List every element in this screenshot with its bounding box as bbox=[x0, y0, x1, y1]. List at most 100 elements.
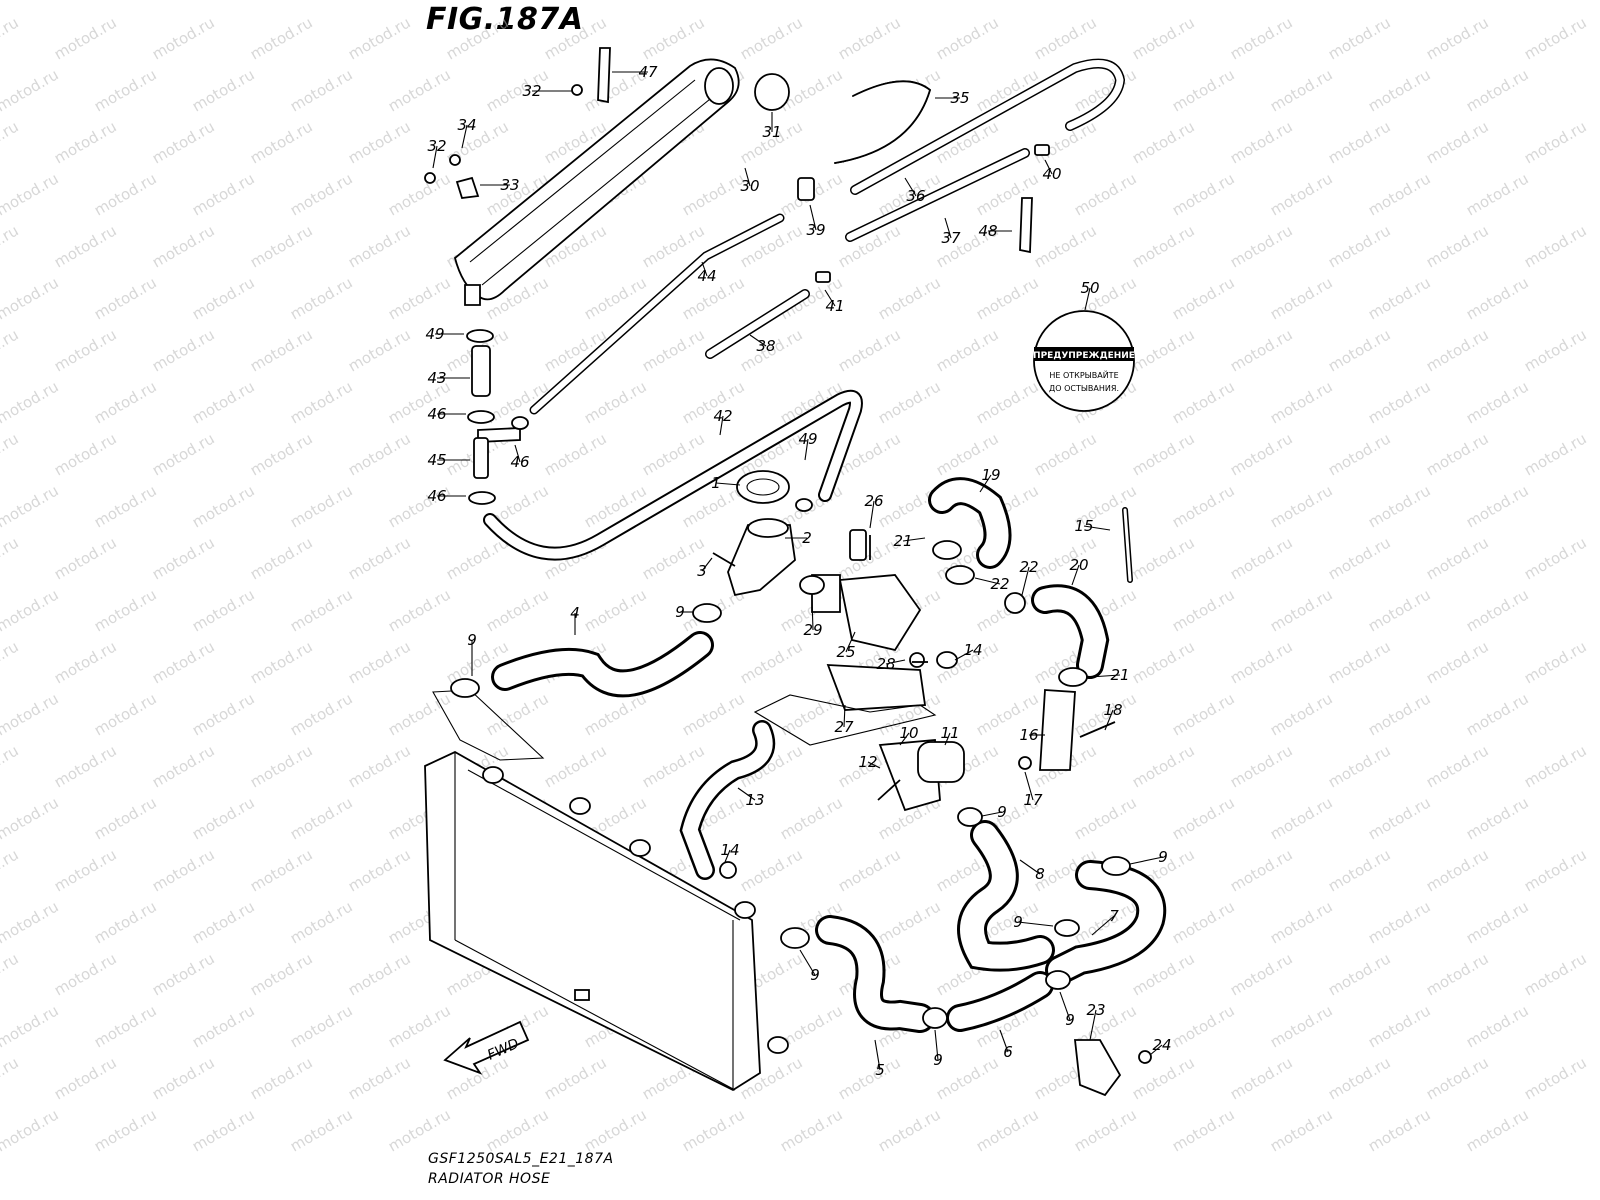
watermark-text: motod.ru bbox=[1423, 949, 1492, 999]
watermark-text: motod.ru bbox=[1463, 273, 1532, 323]
watermark-text: motod.ru bbox=[287, 1001, 356, 1051]
watermark-text: motod.ru bbox=[1227, 1053, 1296, 1103]
callout-42: 42 bbox=[713, 407, 732, 425]
watermark-text: motod.ru bbox=[149, 221, 218, 271]
callout-41: 41 bbox=[825, 297, 844, 315]
watermark-text: motod.ru bbox=[247, 533, 316, 583]
watermark-text: motod.ru bbox=[1129, 221, 1198, 271]
watermark-text: motod.ru bbox=[1031, 221, 1100, 271]
callout-leader-10 bbox=[899, 732, 910, 746]
thermostat-hoses bbox=[928, 477, 1133, 679]
watermark-text: motod.ru bbox=[345, 637, 414, 687]
watermark-text: motod.ru bbox=[777, 1105, 846, 1155]
watermark-text: motod.ru bbox=[1325, 741, 1394, 791]
thermostat-housing bbox=[727, 470, 1116, 812]
callout-22: 22 bbox=[990, 575, 1009, 593]
callout-9: 9 bbox=[1065, 1011, 1075, 1029]
watermark-text: motod.ru bbox=[1325, 533, 1394, 583]
watermark-text: motod.ru bbox=[91, 585, 160, 635]
watermark-text: motod.ru bbox=[0, 585, 62, 635]
callout-23: 23 bbox=[1086, 1001, 1105, 1019]
watermark-text: motod.ru bbox=[51, 1053, 120, 1103]
watermark-text: motod.ru bbox=[1169, 1105, 1238, 1155]
watermark-text: motod.ru bbox=[1325, 221, 1394, 271]
warning-label-line1: НЕ ОТКРЫВАЙТЕ bbox=[1049, 369, 1118, 380]
watermark-text: motod.ru bbox=[1169, 689, 1238, 739]
watermark-text: motod.ru bbox=[1325, 637, 1394, 687]
watermark-text: motod.ru bbox=[385, 65, 454, 115]
watermark-text: motod.ru bbox=[189, 689, 258, 739]
watermark-text: motod.ru bbox=[0, 1001, 62, 1051]
watermark-text: motod.ru bbox=[247, 221, 316, 271]
callout-14: 14 bbox=[963, 641, 982, 659]
warning-label-line2: ДО ОСТЫВАНИЯ. bbox=[1049, 384, 1119, 393]
section-name: RADIATOR HOSE bbox=[428, 1171, 551, 1187]
callout-4: 4 bbox=[570, 604, 580, 622]
watermark-text: motod.ru bbox=[1071, 169, 1140, 219]
watermark-text: motod.ru bbox=[287, 793, 356, 843]
watermark-text: motod.ru bbox=[1521, 325, 1590, 375]
callout-49: 49 bbox=[425, 325, 444, 343]
watermark-text: motod.ru bbox=[0, 117, 22, 167]
callout-leader-18 bbox=[1104, 709, 1114, 731]
watermark-text: motod.ru bbox=[51, 325, 120, 375]
watermark-text: motod.ru bbox=[541, 429, 610, 479]
callout-48: 48 bbox=[978, 222, 997, 240]
watermark-text: motod.ru bbox=[1169, 1001, 1238, 1051]
radiator-hose-4 bbox=[432, 631, 937, 761]
watermark-text: motod.ru bbox=[149, 741, 218, 791]
watermark-text: motod.ru bbox=[1267, 377, 1336, 427]
callout-leader-9 bbox=[1129, 856, 1164, 865]
watermark-text: motod.ru bbox=[345, 533, 414, 583]
watermark-text: motod.ru bbox=[1365, 1105, 1434, 1155]
callout-26: 26 bbox=[864, 492, 883, 510]
watermark-text: motod.ru bbox=[149, 429, 218, 479]
watermark-text: motod.ru bbox=[1521, 117, 1590, 167]
watermark-text: motod.ru bbox=[1169, 65, 1238, 115]
watermark-text: motod.ru bbox=[737, 637, 806, 687]
callout-14: 14 bbox=[720, 841, 739, 859]
watermark-text: motod.ru bbox=[189, 377, 258, 427]
watermark-text: motod.ru bbox=[1267, 65, 1336, 115]
watermark-text: motod.ru bbox=[287, 585, 356, 635]
watermark-text: motod.ru bbox=[1325, 117, 1394, 167]
watermark-text: motod.ru bbox=[247, 741, 316, 791]
watermark-text: motod.ru bbox=[189, 585, 258, 635]
watermark-text: motod.ru bbox=[91, 65, 160, 115]
watermark-text: motod.ru bbox=[1325, 325, 1394, 375]
callout-1: 1 bbox=[711, 474, 721, 492]
watermark-text: motod.ru bbox=[1423, 325, 1492, 375]
watermark-text: motod.ru bbox=[1423, 741, 1492, 791]
watermark-text: motod.ru bbox=[835, 845, 904, 895]
watermark-text: motod.ru bbox=[0, 793, 62, 843]
watermark-text: motod.ru bbox=[91, 793, 160, 843]
callout-leader-11 bbox=[944, 732, 951, 746]
watermark-text: motod.ru bbox=[1169, 273, 1238, 323]
radiator bbox=[424, 750, 789, 1092]
watermark-text: motod.ru bbox=[1521, 949, 1590, 999]
watermark-text: motod.ru bbox=[1227, 429, 1296, 479]
callout-9: 9 bbox=[810, 966, 820, 984]
watermark-text: motod.ru bbox=[1031, 533, 1100, 583]
lower-hoses bbox=[815, 820, 1167, 1097]
watermark-text: motod.ru bbox=[149, 1053, 218, 1103]
watermark-text: motod.ru bbox=[1227, 117, 1296, 167]
watermark-text: motod.ru bbox=[581, 377, 650, 427]
watermark-text: motod.ru bbox=[679, 169, 748, 219]
callout-17: 17 bbox=[1023, 791, 1043, 809]
callout-37: 37 bbox=[941, 229, 961, 247]
watermark-text: motod.ru bbox=[639, 325, 708, 375]
callout-leader-14 bbox=[954, 649, 974, 661]
watermark-text: motod.ru bbox=[1227, 741, 1296, 791]
callout-leader-9 bbox=[934, 1029, 939, 1061]
watermark-text: motod.ru bbox=[385, 273, 454, 323]
callout-20: 20 bbox=[1069, 556, 1088, 574]
callout-29: 29 bbox=[803, 621, 822, 639]
watermark-text: motod.ru bbox=[1267, 273, 1336, 323]
watermark-text: motod.ru bbox=[1463, 689, 1532, 739]
watermark-text: motod.ru bbox=[91, 169, 160, 219]
callout-leader-42 bbox=[719, 415, 724, 436]
